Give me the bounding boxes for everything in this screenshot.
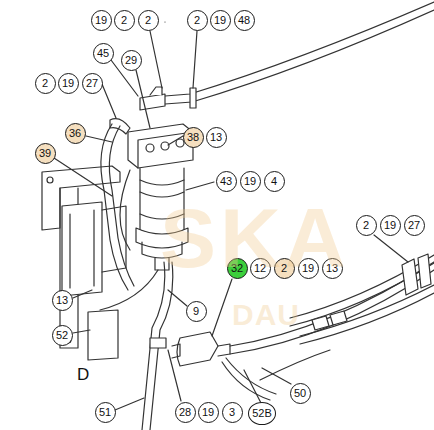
callout-text: 28	[179, 407, 191, 418]
callout-text: 19	[95, 15, 107, 26]
callout-text: 43	[220, 176, 232, 187]
watermark: SKA	[160, 196, 349, 280]
callout-text: 2	[363, 220, 369, 231]
callout-number: 9	[186, 301, 207, 322]
callout-text: 27	[86, 78, 98, 89]
callout-number: 27	[404, 215, 425, 236]
callout-number: 39	[35, 143, 56, 164]
callout-text: 19	[202, 407, 214, 418]
callout-number: 19	[91, 10, 112, 31]
callout-text: 27	[408, 220, 420, 231]
callout-text: 13	[56, 295, 68, 306]
callout-text: 48	[238, 15, 250, 26]
callout-text: 39	[39, 148, 51, 159]
callout-number: 19	[58, 73, 79, 94]
callout-number: 27	[82, 73, 103, 94]
callout-text: 52B	[252, 408, 272, 419]
callout-text: 19	[62, 78, 74, 89]
callout-text: 29	[125, 55, 137, 66]
callout-number: 43	[216, 171, 237, 192]
callout-number: 2	[35, 73, 56, 94]
callout-text: 38	[187, 132, 199, 143]
callout-text: 45	[97, 48, 109, 59]
callout-text: 36	[69, 128, 81, 139]
callout-number: 19	[198, 402, 219, 423]
callout-number: 52	[52, 325, 73, 346]
callout-number: 13	[52, 290, 73, 311]
callout-number: 51	[95, 402, 116, 423]
callout-number: 4	[264, 171, 285, 192]
callout-number: 28	[175, 402, 196, 423]
callout-text: 9	[193, 306, 199, 317]
callout-number: 36	[65, 123, 86, 144]
callout-text: 2	[121, 15, 127, 26]
callout-number: 19	[210, 10, 231, 31]
callout-text: 4	[271, 176, 277, 187]
callout-number: 19	[380, 215, 401, 236]
callout-text: 50	[294, 388, 306, 399]
callout-text: 52	[56, 330, 68, 341]
view-label: D	[77, 366, 90, 383]
callout-number: 2	[356, 215, 377, 236]
callout-text: 51	[99, 407, 111, 418]
watermark: DAU	[232, 300, 300, 330]
callout-number: 19	[240, 171, 261, 192]
callout-number: 52B	[248, 402, 276, 425]
callout-text: 2	[42, 78, 48, 89]
callout-number: 38	[183, 127, 204, 148]
callout-number: 13	[206, 127, 227, 148]
callout-text: 13	[210, 132, 222, 143]
callout-text: 19	[214, 15, 226, 26]
callout-number: 2	[187, 10, 208, 31]
callout-text: 2	[145, 15, 151, 26]
callout-number: 48	[234, 10, 255, 31]
callout-number: 2	[114, 10, 135, 31]
callout-number: 29	[121, 50, 142, 71]
callout-text: 19	[244, 176, 256, 187]
callout-number: 45	[93, 43, 114, 64]
callout-number: 3	[222, 402, 243, 423]
callout-number: 2	[138, 10, 159, 31]
callout-text: 2	[194, 15, 200, 26]
callout-number: 50	[290, 383, 311, 404]
callout-text: 3	[229, 407, 235, 418]
callout-text: 19	[384, 220, 396, 231]
